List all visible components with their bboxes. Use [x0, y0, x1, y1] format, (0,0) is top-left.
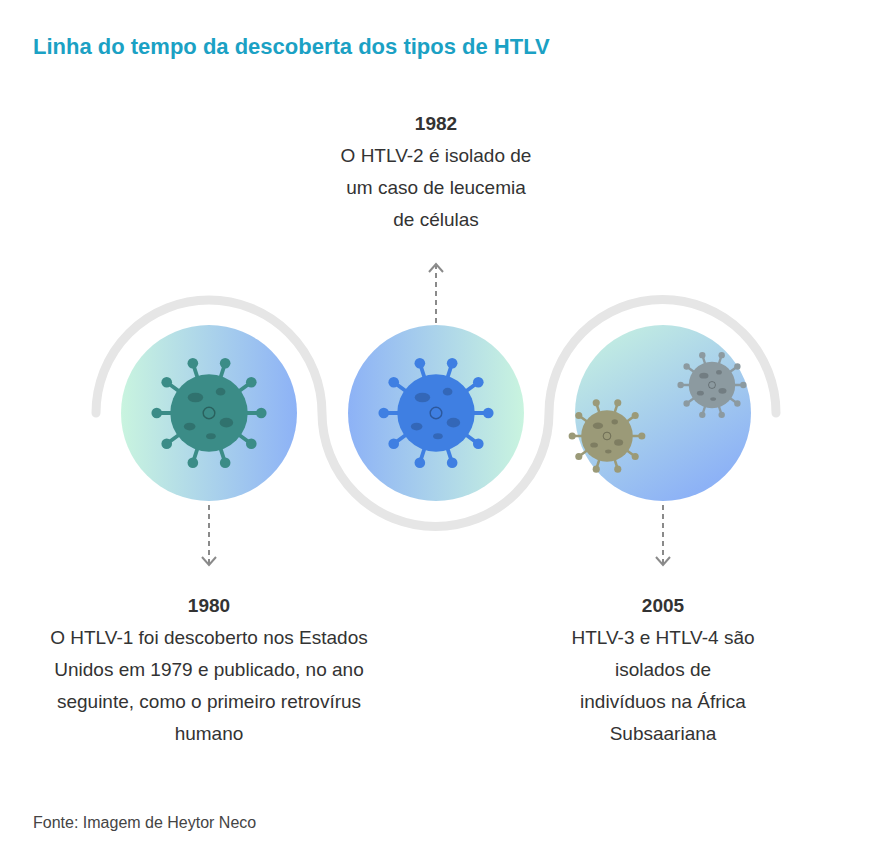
- diagram-title: Linha do tempo da descoberta dos tipos d…: [33, 34, 550, 60]
- timeline-entry: 1982O HTLV-2 é isolado de um caso de leu…: [338, 110, 534, 236]
- event-description: O HTLV-1 foi descoberto nos Estados Unid…: [37, 622, 382, 750]
- year-label: 2005: [570, 592, 756, 620]
- event-description: O HTLV-2 é isolado de um caso de leucemi…: [338, 140, 534, 236]
- timeline-entry: 1980O HTLV-1 foi descoberto nos Estados …: [37, 592, 382, 750]
- source-caption: Fonte: Imagem de Heytor Neco: [33, 814, 256, 832]
- year-label: 1980: [37, 592, 382, 620]
- year-label: 1982: [338, 110, 534, 138]
- timeline-entry: 2005HTLV-3 e HTLV-4 são isolados de indi…: [570, 592, 756, 750]
- event-description: HTLV-3 e HTLV-4 são isolados de indivídu…: [570, 622, 756, 750]
